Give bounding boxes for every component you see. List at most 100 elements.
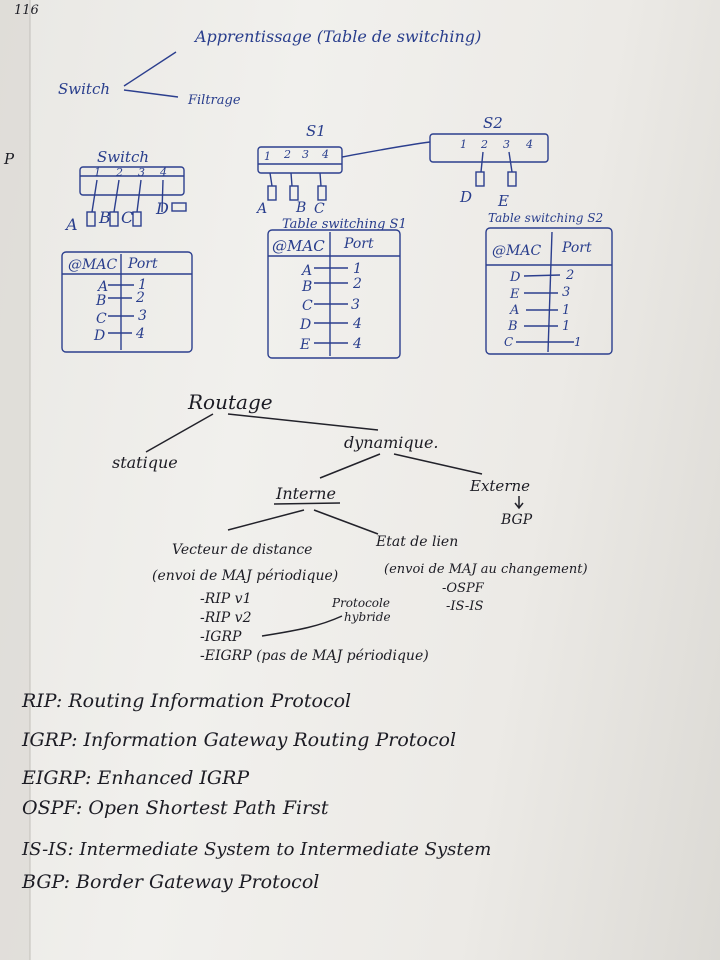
s2-label: S2	[483, 114, 503, 132]
table-s1-row2-port: 2	[352, 276, 362, 292]
dv-protocol-rip2: -RIP v2	[200, 610, 252, 626]
table-s2-dashes	[516, 274, 574, 343]
ls-protocol-ospf: -OSPF	[442, 581, 485, 596]
table-s1-title: Table switching S1	[282, 217, 407, 232]
switch-host-links	[91, 179, 164, 213]
hybrid-label-1: Protocole	[331, 596, 390, 610]
table-s1-row3-port: 3	[351, 297, 360, 313]
s2-port-2: 2	[480, 138, 488, 151]
routing-vecteur-note: (envoi de MAJ périodique)	[152, 568, 338, 584]
s1-s2-link	[341, 141, 431, 158]
switch-port-1: 1	[94, 166, 101, 179]
s1-host-b-label: B	[295, 200, 306, 216]
table-s1-row3-mac: C	[302, 298, 313, 314]
table-s2-row3-port: 1	[562, 303, 570, 318]
table-s1-row5-mac: E	[299, 337, 310, 353]
page-margin-shade	[0, 0, 30, 960]
switch-diagram-title: Switch	[97, 148, 149, 166]
switch-port-3: 3	[138, 166, 145, 179]
table-s2-row5-mac: C	[504, 335, 513, 349]
definition-eigrp: EIGRP: Enhanced IGRP	[21, 767, 250, 789]
table-s2-row5-port: 1	[574, 335, 582, 349]
table-s2-row1-port: 2	[565, 268, 574, 283]
routing-externe: Externe	[469, 477, 530, 495]
table1-row4-mac: D	[93, 328, 105, 344]
s1-host-c-label: C	[314, 201, 325, 217]
definition-isis: IS-IS: Intermediate System to Intermedia…	[21, 839, 491, 860]
s1-port-1: 1	[264, 150, 271, 163]
table-s1-row1-port: 1	[353, 261, 362, 277]
table1-header-mac: @MAC	[68, 257, 117, 273]
table1-row1-mac: A	[96, 279, 108, 295]
definition-igrp: IGRP: Information Gateway Routing Protoc…	[21, 729, 456, 751]
s2-port-3: 3	[503, 138, 510, 151]
routing-etat-note: (envoi de MAJ au changement)	[384, 562, 588, 577]
routing-etat: Etat de lien	[375, 534, 458, 550]
table-s2-column-line	[547, 231, 553, 353]
table-s2-box	[485, 227, 613, 355]
table1-row2-mac: B	[95, 293, 106, 309]
switch-tree-branches	[123, 51, 179, 98]
s1-host-links	[269, 172, 322, 187]
routing-branches	[145, 413, 379, 453]
switch-port-4: 4	[159, 166, 167, 179]
table-s1-row5-port: 4	[352, 336, 362, 352]
table-s2-row4-port: 1	[562, 319, 570, 334]
routing-bgp: BGP	[500, 512, 533, 528]
definition-bgp: BGP: Border Gateway Protocol	[21, 871, 319, 893]
table1-row4-port: 4	[135, 326, 145, 342]
externe-arrow	[514, 496, 524, 510]
table-s1-header-mac: @MAC	[272, 237, 325, 255]
s1-box	[257, 146, 343, 174]
table-s2-row2-mac: E	[509, 287, 520, 302]
ls-protocol-isis: -IS-IS	[446, 599, 483, 614]
table1-dashes	[108, 284, 134, 334]
host-b-box	[109, 211, 119, 227]
host-c-label: C	[121, 208, 133, 227]
table1-row3-mac: C	[96, 311, 107, 327]
table1-header-port: Port	[127, 256, 158, 272]
hybrid-label-2: hybride	[344, 610, 391, 624]
host-a-label: A	[64, 215, 78, 234]
s1-port-2: 2	[283, 148, 291, 161]
s2-host-d-label: D	[459, 188, 472, 206]
table-s2-row1-mac: D	[509, 270, 521, 285]
table-s2-row4-mac: B	[507, 319, 518, 334]
switch-tree-filtrage: Filtrage	[187, 93, 241, 108]
table-s1-box	[267, 229, 401, 359]
s1-port-4: 4	[321, 148, 329, 161]
routing-statique: statique	[112, 453, 178, 472]
routing-dynamique: dynamique.	[344, 433, 439, 452]
s2-host-e-box	[507, 171, 517, 187]
s1-label: S1	[306, 122, 326, 140]
table-s2-header-mac: @MAC	[492, 243, 541, 259]
dynamique-branches	[319, 453, 483, 479]
interne-underline	[273, 502, 341, 505]
host-d-label: D	[155, 199, 169, 218]
dv-protocol-rip1: -RIP v1	[200, 591, 252, 607]
s2-host-links	[480, 151, 513, 173]
table-s2-title: Table switching S2	[488, 211, 603, 225]
s2-host-d-box	[475, 171, 485, 187]
s2-port-1: 1	[460, 138, 467, 151]
switch-tree-apprentissage: Apprentissage (Table de switching)	[193, 27, 481, 46]
hybrid-link	[261, 615, 343, 637]
s2-host-e-label: E	[497, 192, 509, 210]
table-s2-row3-mac: A	[509, 303, 519, 318]
s2-port-4: 4	[525, 138, 533, 151]
margin-mark: P	[3, 150, 15, 168]
table-s1-row4-mac: D	[299, 317, 311, 333]
s1-host-c-box	[317, 185, 327, 201]
s1-host-a-box	[267, 185, 277, 201]
host-d-box	[171, 202, 187, 212]
table-s2-row2-port: 3	[562, 285, 570, 300]
switch-box	[79, 166, 185, 196]
table1-box	[61, 251, 193, 353]
s1-host-b-box	[289, 185, 299, 201]
table1-row1-port: 1	[138, 277, 147, 293]
host-a-box	[86, 211, 96, 227]
table-s1-dashes	[314, 267, 348, 344]
routing-vecteur: Vecteur de distance	[172, 542, 312, 558]
